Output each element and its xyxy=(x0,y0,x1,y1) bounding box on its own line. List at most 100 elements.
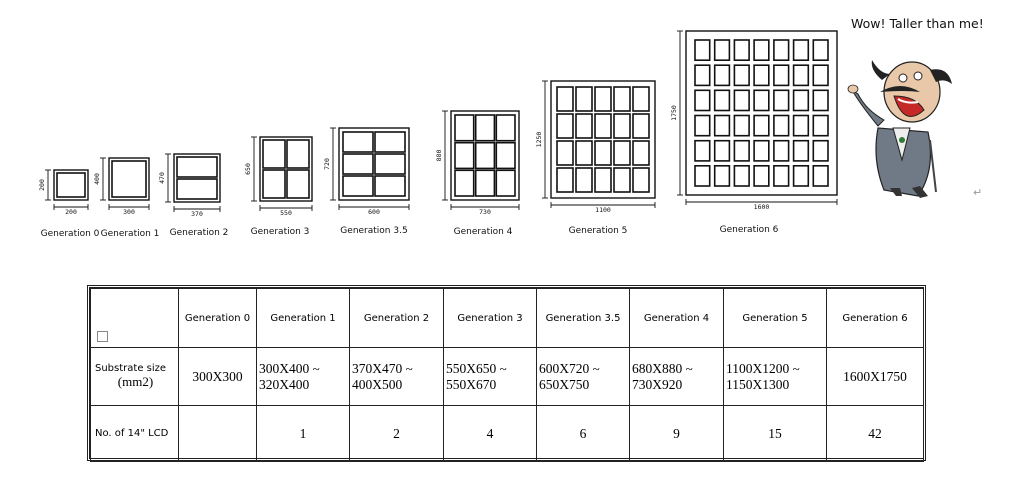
lcd-cell: 6 xyxy=(536,405,630,462)
lcd-panel xyxy=(812,139,829,162)
generation-label: Generation 6 xyxy=(719,225,779,235)
lcd-panel xyxy=(495,141,516,170)
lcd-panel xyxy=(733,165,750,187)
lcd-panel xyxy=(773,89,790,112)
table-row: Substrate size (mm2) 300X300 300X400 ~32… xyxy=(90,347,924,406)
height-dimension-label: 470 xyxy=(158,172,166,184)
height-dimension-label: 880 xyxy=(435,150,443,162)
lcd-panel xyxy=(495,169,516,197)
lcd-panel xyxy=(454,114,475,142)
lcd-cell: 42 xyxy=(826,405,924,462)
lcd-panel xyxy=(773,139,790,162)
lcd-panel xyxy=(556,140,574,166)
lcd-panel xyxy=(632,86,650,112)
width-dimension-label: 550 xyxy=(280,209,292,217)
lcd-panel xyxy=(773,165,790,187)
lcd-panel xyxy=(733,39,750,62)
lcd-panel xyxy=(342,175,374,197)
lcd-panel xyxy=(792,165,810,187)
lcd-panel xyxy=(342,131,374,153)
glass-panel xyxy=(53,169,89,201)
height-dimension-label: 650 xyxy=(244,163,252,175)
header-cell: Generation 1 xyxy=(256,288,350,348)
lcd-panel xyxy=(613,167,631,193)
lcd-panel xyxy=(812,165,829,187)
lcd-panel xyxy=(262,169,286,199)
lcd-panel xyxy=(474,141,496,170)
substrate-value: 680X880 xyxy=(632,360,683,376)
lcd-panel xyxy=(694,64,711,87)
substrate-cell: 1600X1750 xyxy=(826,347,924,406)
glass-panel xyxy=(259,136,313,202)
substrate-value: 370X470 xyxy=(352,360,403,376)
generation-label: Generation 2 xyxy=(169,228,229,238)
substrate-label-cell: Substrate size (mm2) xyxy=(90,347,179,406)
lcd-panel xyxy=(374,175,406,197)
lcd-cell: 2 xyxy=(349,405,444,462)
width-dimension-label: 300 xyxy=(123,208,135,216)
lcd-panel xyxy=(792,114,810,137)
substrate-cell: 370X470 ~400X500 xyxy=(349,347,444,406)
glass-panel xyxy=(550,80,656,199)
substrate-value: 730X920 xyxy=(632,376,683,392)
lcd-panel xyxy=(594,140,612,166)
lcd-panel xyxy=(176,156,218,178)
lcd-label-cell: No. of 14" LCD xyxy=(90,405,179,462)
height-dimension-label: 1750 xyxy=(670,105,678,121)
lcd-panel xyxy=(111,160,147,198)
lcd-panel xyxy=(594,167,612,193)
lcd-panel xyxy=(286,169,310,199)
generation-label: Generation 1 xyxy=(100,229,160,239)
substrate-cell: 680X880 ~730X920 xyxy=(629,347,724,406)
height-dimension-label: 720 xyxy=(323,158,331,170)
lcd-panel xyxy=(733,139,750,162)
substrate-value: 1150X1300 xyxy=(726,376,790,392)
width-dimension-label: 1100 xyxy=(595,206,611,214)
lcd-panel xyxy=(812,39,829,62)
lcd-panel xyxy=(454,141,475,170)
lcd-panel xyxy=(632,140,650,166)
substrate-cell: 300X400 ~320X400 xyxy=(256,347,350,406)
lcd-panel xyxy=(773,64,790,87)
lcd-cell xyxy=(178,405,257,462)
width-dimension-label: 370 xyxy=(191,210,203,218)
generation-label: Generation 3.5 xyxy=(340,226,408,236)
lcd-panel xyxy=(495,114,516,142)
lcd-panel xyxy=(575,86,593,112)
lcd-panel xyxy=(632,167,650,193)
header-cell: Generation 5 xyxy=(723,288,827,348)
lcd-cell: 4 xyxy=(443,405,537,462)
checkbox-icon xyxy=(97,331,108,342)
lcd-panel xyxy=(694,139,711,162)
lcd-panel xyxy=(474,114,496,142)
lcd-panel xyxy=(694,39,711,62)
lcd-panel xyxy=(613,86,631,112)
header-cell: Generation 3.5 xyxy=(536,288,630,348)
substrate-value: 600X720 xyxy=(539,360,590,376)
glass-panel xyxy=(338,127,410,201)
lcd-panel xyxy=(454,169,475,197)
lcd-panel xyxy=(733,64,750,87)
substrate-cell: 300X300 xyxy=(178,347,257,406)
substrate-label: Substrate size xyxy=(95,363,167,374)
lcd-cell: 9 xyxy=(629,405,724,462)
lcd-panel xyxy=(792,89,810,112)
lcd-panel xyxy=(262,139,286,169)
substrate-value: 300X400 xyxy=(259,360,310,376)
height-dimension-label: 1250 xyxy=(535,132,543,148)
width-dimension-label: 600 xyxy=(368,208,380,216)
substrate-unit: (mm2) xyxy=(117,374,154,389)
lcd-panel xyxy=(556,86,574,112)
lcd-panel xyxy=(812,64,829,87)
generation-diagram: 2002004003004703706505507206008807301250… xyxy=(38,30,952,218)
lcd-panel xyxy=(773,39,790,62)
lcd-panel xyxy=(713,139,731,162)
width-dimension-label: 200 xyxy=(65,208,77,216)
substrate-value: 1600X1750 xyxy=(843,368,907,384)
lcd-panel xyxy=(733,89,750,112)
generation-label: Generation 4 xyxy=(453,227,513,237)
substrate-value: 300X300 xyxy=(192,368,243,384)
lcd-panel xyxy=(713,64,731,87)
lcd-panel xyxy=(792,39,810,62)
generation-label: Generation 0 xyxy=(40,229,100,239)
